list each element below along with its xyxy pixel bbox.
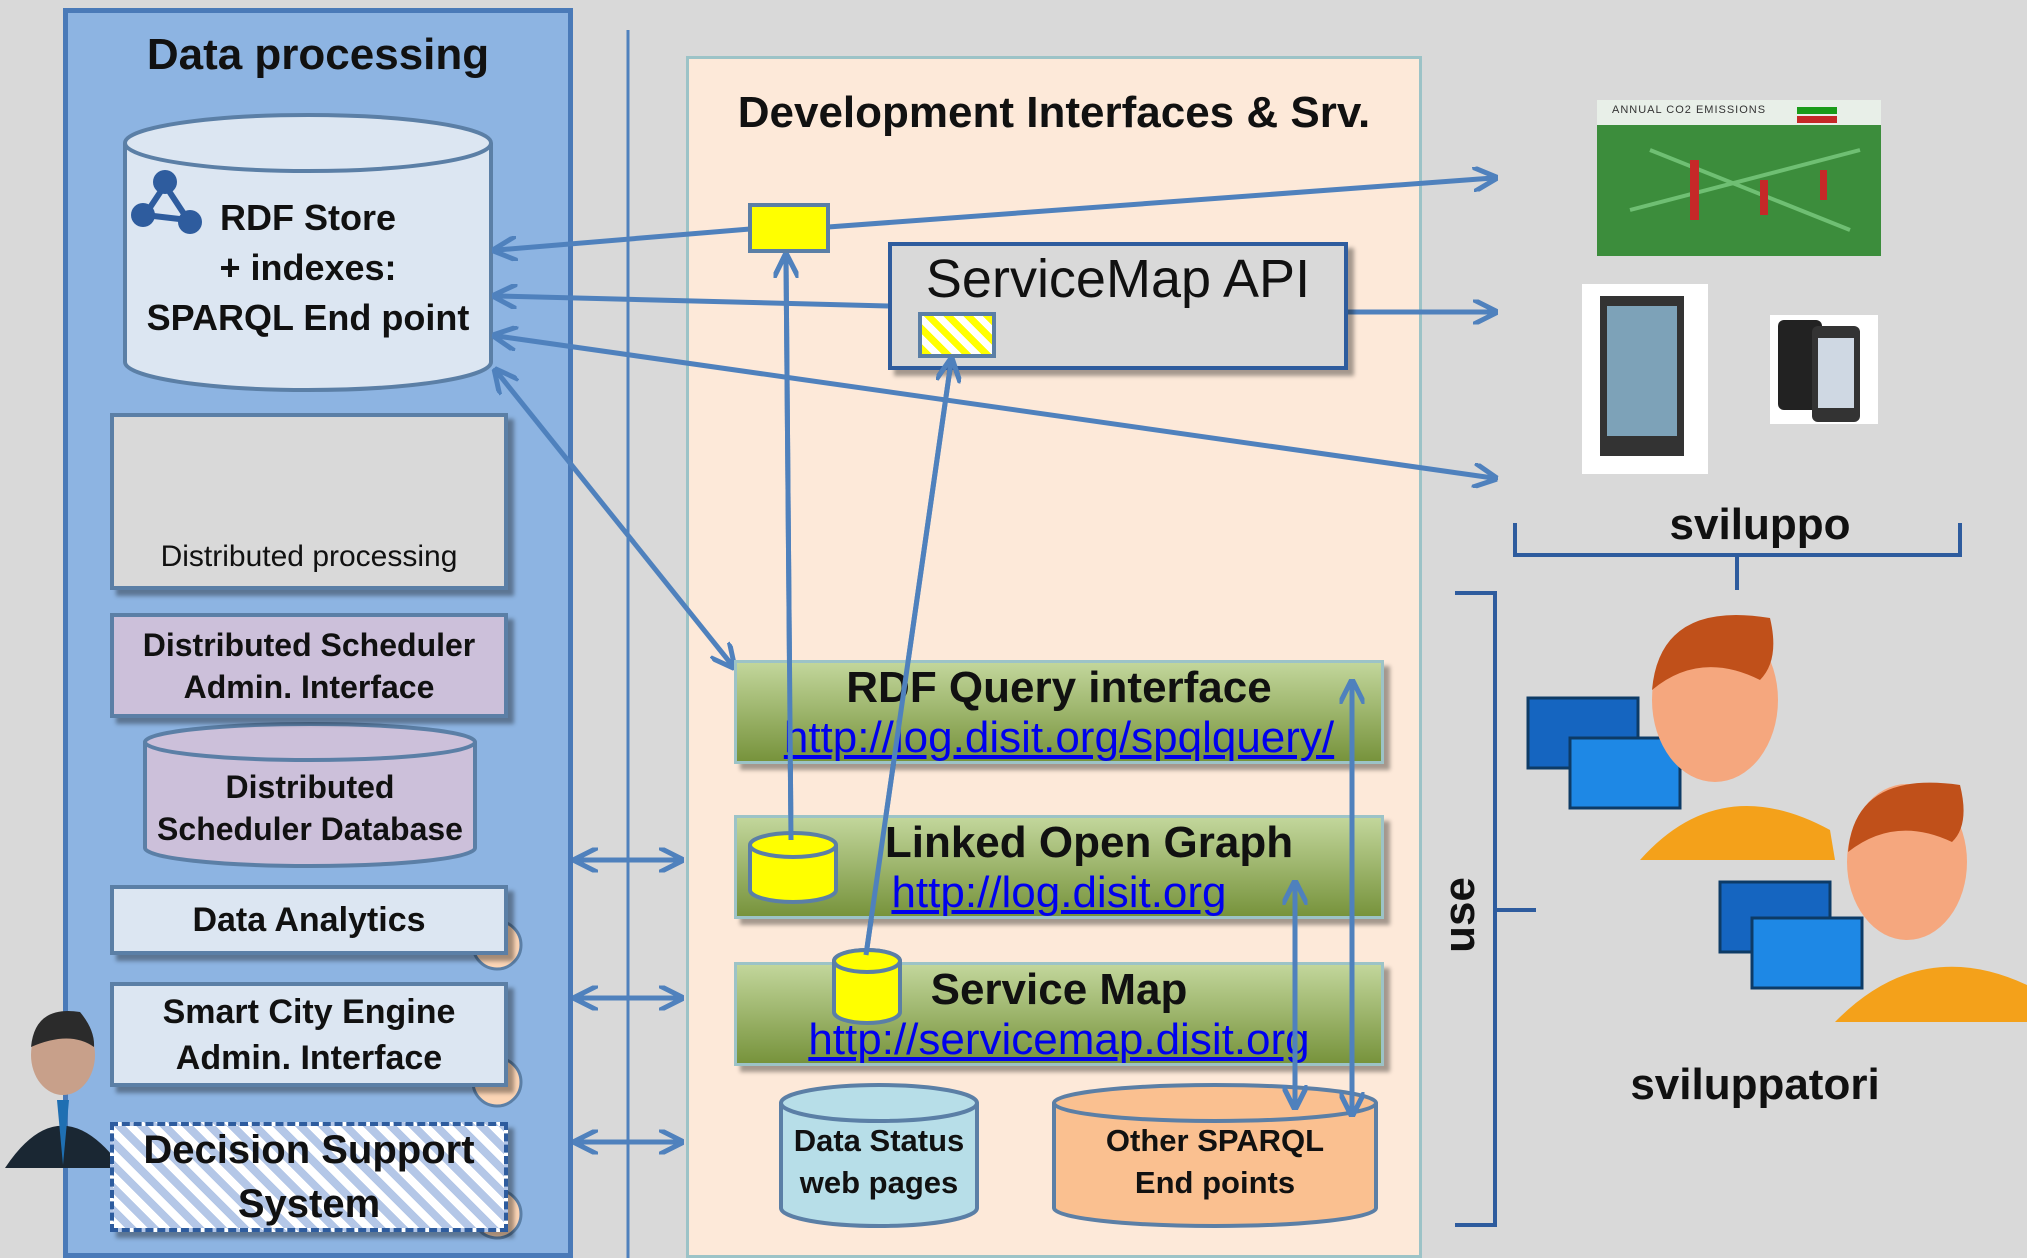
rdf-store-line2: + indexes:	[219, 247, 397, 288]
smart-city-engine-box[interactable]: Smart City Engine Admin. Interface	[110, 982, 508, 1087]
data-status-db: Data Status web pages	[781, 1112, 977, 1212]
admin-person-icon	[5, 1011, 120, 1168]
linked-open-graph-title: Linked Open Graph	[884, 818, 1294, 867]
rdf-query-title: RDF Query interface	[846, 663, 1272, 712]
use-bracket	[1455, 591, 1536, 1227]
service-map-title: Service Map	[930, 965, 1188, 1014]
scheduler-database-cylinder	[143, 722, 477, 868]
developers-illustration	[1526, 615, 2027, 1022]
data-analytics-label: Data Analytics	[192, 901, 426, 939]
servicemap-api-label: ServiceMap API	[925, 249, 1311, 309]
rdf-query-interface-box: RDF Query interface http://log.disit.org…	[734, 660, 1384, 764]
data-analytics-box[interactable]: Data Analytics	[110, 885, 508, 955]
rdf-query-link[interactable]: http://log.disit.org/spqlquery/	[783, 713, 1335, 762]
servicemap-api-endpoint	[918, 312, 996, 358]
other-sparql-line2: End points	[1134, 1165, 1296, 1200]
smartphone-icon	[1770, 315, 1878, 424]
sviluppatori-label: sviluppatori	[1630, 1060, 1880, 1109]
use-label: use	[1435, 877, 1484, 953]
decision-support-box[interactable]: Decision Support System	[110, 1122, 508, 1232]
decision-support-line1: Decision Support	[143, 1128, 475, 1172]
data-status-cylinder	[779, 1083, 979, 1228]
scheduler-database-line1: Distributed	[225, 769, 395, 805]
co2-map-thumbnail	[1597, 100, 1881, 256]
scheduler-admin-interface[interactable]: Distributed Scheduler Admin. Interface	[110, 613, 508, 718]
service-map-link[interactable]: http://servicemap.disit.org	[808, 1015, 1310, 1064]
sviluppo-bracket	[1513, 523, 1962, 590]
data-status-line2: web pages	[799, 1165, 959, 1200]
servicemap-endpoint-cylinder-top	[832, 948, 902, 1025]
smart-city-engine-line2: Admin. Interface	[175, 1038, 443, 1077]
rdf-store-line3: SPARQL End point	[146, 297, 470, 338]
endpoint-square	[748, 203, 830, 253]
decision-support-line2: System	[237, 1182, 381, 1226]
other-sparql-cylinder	[1052, 1083, 1378, 1228]
scheduler-admin-line1: Distributed Scheduler	[142, 626, 476, 663]
other-sparql-db: Other SPARQL End points	[1054, 1112, 1376, 1212]
kiosk-icon	[1582, 284, 1708, 474]
smart-city-engine-line1: Smart City Engine	[162, 992, 456, 1031]
distributed-processing-box	[110, 413, 508, 590]
lod-endpoint-cylinder-top	[748, 831, 838, 904]
rdf-store-cylinder	[123, 113, 493, 392]
scheduler-database-line2: Scheduler Database	[157, 811, 463, 847]
linked-open-graph-box: Linked Open Graph http://log.disit.org	[734, 815, 1384, 919]
data-processing-title: Data processing	[146, 30, 490, 79]
data-status-line1: Data Status	[793, 1123, 965, 1158]
scheduler-database: Distributed Scheduler Database	[145, 758, 475, 858]
sviluppo-label: sviluppo	[1669, 500, 1851, 549]
rdf-store: RDF Store + indexes: SPARQL End point	[125, 188, 491, 348]
linked-open-graph-link[interactable]: http://log.disit.org	[891, 868, 1227, 917]
distributed-processing-label: Distributed processing	[160, 540, 458, 573]
rdf-store-line1: RDF Store	[219, 197, 396, 238]
graph-icon	[131, 170, 202, 234]
scheduler-admin-line2: Admin. Interface	[183, 668, 435, 705]
co2-map-title: ANNUAL CO2 EMISSIONS	[1612, 104, 1767, 116]
other-sparql-line1: Other SPARQL	[1105, 1123, 1325, 1158]
development-interfaces-title: Development Interfaces & Srv.	[737, 88, 1371, 137]
